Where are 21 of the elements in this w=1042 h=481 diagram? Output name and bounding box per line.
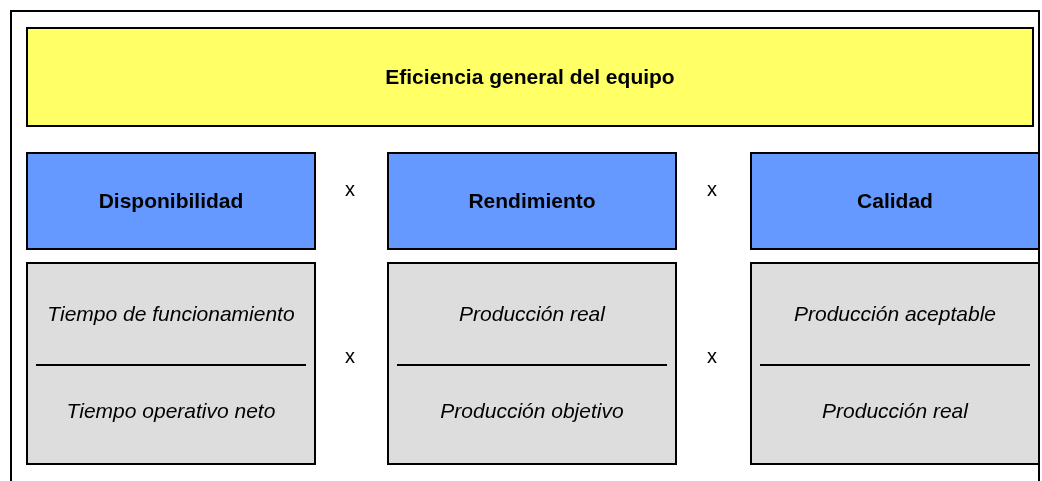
header-box	[387, 152, 677, 250]
denominator-text: Tiempo operativo neto	[65, 398, 277, 424]
header-box	[750, 152, 1040, 250]
header-text: Disponibilidad	[98, 189, 244, 213]
multiply-sign: x	[707, 178, 717, 201]
header-text: Rendimiento	[468, 189, 596, 213]
formula-box	[750, 262, 1040, 465]
multiply-sign: x	[345, 178, 355, 201]
denominator-text: Producción real	[821, 398, 970, 424]
formula-box	[387, 262, 677, 465]
denominator-text: Producción objetivo	[439, 398, 625, 424]
title-banner	[26, 27, 1034, 127]
numerator-text: Tiempo de funcionamiento	[46, 301, 296, 327]
numerator-text: Producción real	[458, 301, 607, 327]
formula-box	[26, 262, 316, 465]
multiply-sign: x	[707, 345, 717, 368]
title-text: Eficiencia general del equipo	[385, 65, 675, 89]
multiply-sign: x	[345, 345, 355, 368]
header-box	[26, 152, 316, 250]
numerator-text: Producción aceptable	[793, 301, 997, 327]
header-text: Calidad	[857, 189, 933, 213]
